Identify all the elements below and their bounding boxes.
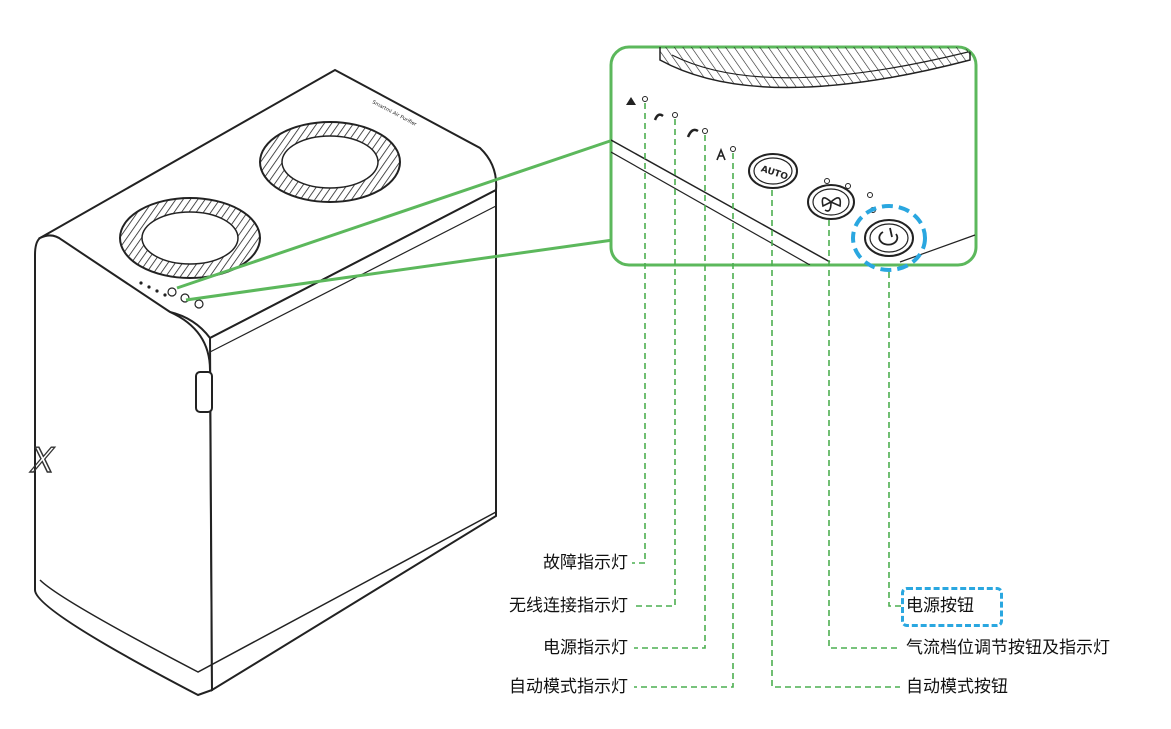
purifier-base-band xyxy=(39,511,497,673)
wifi-indicator-icon xyxy=(653,112,678,121)
purifier-front-face xyxy=(34,234,214,697)
label-power-indicator: 电源指示灯 xyxy=(543,638,628,658)
leader-lines xyxy=(632,103,902,688)
right-fan xyxy=(259,121,401,203)
label-auto-mode-indicator: 自动模式指示灯 xyxy=(509,677,628,697)
leader-power-indicator xyxy=(634,135,706,649)
leader-airflow-button xyxy=(828,220,900,649)
leader-power-button xyxy=(888,272,902,607)
left-fan xyxy=(119,197,261,279)
power-indicator-icon xyxy=(686,128,708,138)
zoom-callout: AUTO xyxy=(609,45,978,272)
label-fault-indicator: 故障指示灯 xyxy=(543,553,628,573)
label-airflow-button: 气流档位调节按钮及指示灯 xyxy=(906,638,1110,658)
fan-icon xyxy=(821,197,842,212)
top-control-strip xyxy=(139,281,204,309)
auto-mode-button[interactable]: AUTO xyxy=(748,153,798,189)
leader-wifi-indicator xyxy=(634,119,676,607)
leader-auto-button xyxy=(771,190,900,688)
power-button-label-highlight xyxy=(901,587,1003,627)
power-icon xyxy=(878,231,899,246)
leader-auto-indicator xyxy=(634,153,734,688)
power-button-highlight xyxy=(851,204,927,272)
airflow-button[interactable] xyxy=(807,184,855,220)
side-handle xyxy=(195,371,213,413)
zoom-connector xyxy=(176,138,614,302)
label-wifi-indicator: 无线连接指示灯 xyxy=(509,596,628,616)
power-button[interactable] xyxy=(864,219,914,257)
label-power-button: 电源按钮 xyxy=(906,596,974,616)
label-auto-mode-button: 自动模式按钮 xyxy=(906,677,1008,697)
leader-fault-indicator xyxy=(632,103,646,564)
auto-mode-indicator-icon xyxy=(716,146,736,161)
fault-indicator-icon xyxy=(626,96,648,105)
